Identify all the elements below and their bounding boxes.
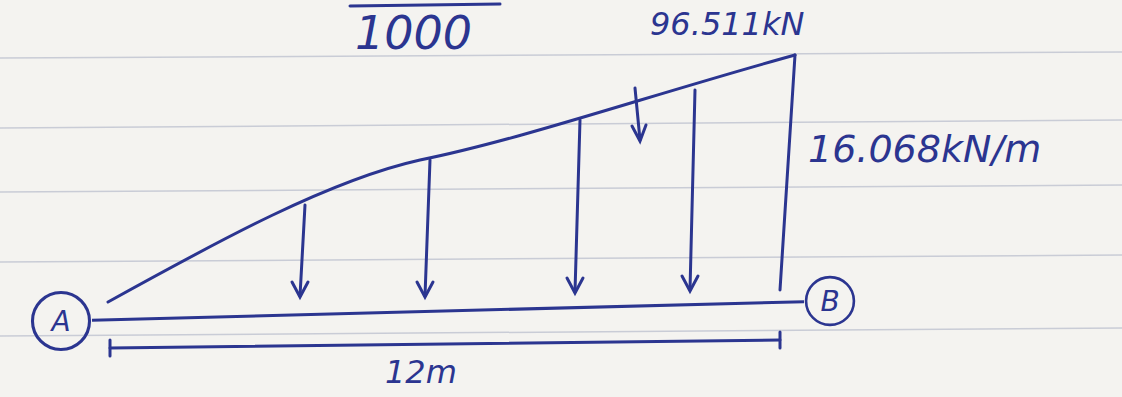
support-letter: B: [804, 275, 856, 327]
support-label: A: [30, 290, 92, 352]
beam-line: [92, 302, 804, 321]
resultant-arrow: [632, 88, 646, 141]
overline: [350, 4, 500, 6]
support-label: B: [804, 275, 856, 327]
load-slope: [108, 55, 795, 302]
dimension-line: [110, 332, 780, 356]
load-end: [780, 55, 795, 290]
resultant-load: 96.511kN: [650, 8, 804, 40]
support-letter: A: [30, 290, 92, 352]
ruled-lines: [0, 52, 1122, 336]
value-text: 1000: [355, 10, 472, 56]
load-intensity: 16.068kN/m: [808, 130, 1041, 168]
span-length: 12m: [385, 356, 457, 388]
